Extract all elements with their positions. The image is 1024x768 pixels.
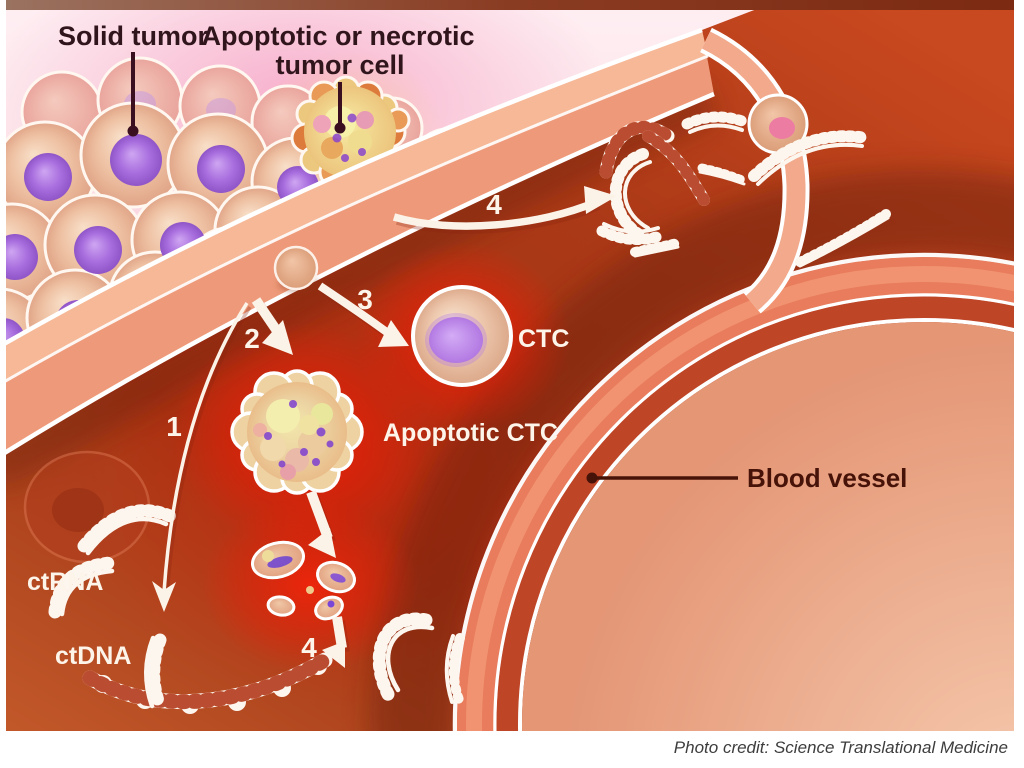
step-number-1: 1	[166, 411, 182, 442]
pointer-dot	[334, 122, 346, 134]
apoptotic-ctc-cell	[230, 369, 364, 495]
necrotic-cell-annotation: Apoptotic or necrotic tumor cell	[201, 21, 475, 134]
near-vessel-wall	[6, 27, 715, 455]
solid-tumor-annotation: Solid tumor	[58, 21, 208, 137]
pointer-dot	[127, 125, 139, 137]
lysed-cell	[23, 450, 151, 564]
endothelial-cell-nucleus	[769, 117, 795, 139]
flow-arrows	[152, 186, 617, 668]
arrow-1-head	[152, 581, 176, 612]
arrow-1-line	[162, 302, 249, 593]
vessel-cutaway	[699, 27, 810, 314]
blood-vessel-label: Blood vessel	[747, 463, 907, 493]
fragments-glow	[202, 497, 418, 673]
ctdna-helix	[82, 652, 333, 714]
far-vessel-wall	[369, 169, 1014, 731]
ctrna-label: ctRNA	[27, 568, 103, 596]
nucleic-acids	[48, 111, 891, 714]
solid-tumor-label: Solid tumor	[58, 21, 208, 51]
arrow-4-top-head	[584, 186, 617, 214]
arrow-2-line	[251, 297, 282, 334]
intravasating-cell	[273, 245, 319, 291]
wall-shadow	[6, 78, 719, 488]
arrow-4-top-line	[392, 198, 598, 230]
ctdna-label: ctDNA	[55, 642, 131, 670]
necrotic-cell-label-line1: Apoptotic or necrotic	[201, 21, 474, 51]
ctc-label: CTC	[518, 325, 569, 353]
ctc-cell	[411, 285, 513, 387]
step-number-4-bottom: 4	[301, 632, 317, 663]
apoptotic-ctc-label: Apoptotic CTC	[383, 419, 558, 447]
arrow-down-head	[308, 528, 336, 558]
step-number-3: 3	[357, 284, 373, 315]
pointer-dot	[586, 472, 598, 484]
necrotic-cell-label-line2: tumor cell	[275, 50, 404, 80]
free-dna-top	[599, 120, 710, 206]
apoptotic-fragments	[251, 540, 356, 621]
blood-vessel-annotation: Blood vessel	[586, 463, 907, 493]
arrow-down-line	[306, 490, 333, 540]
photo-credit: Photo credit: Science Translational Medi…	[674, 738, 1008, 757]
top-edge-strip	[6, 0, 1014, 10]
step-number-4-top: 4	[486, 189, 502, 220]
arrow-2-head	[262, 320, 293, 355]
step-number-2: 2	[244, 323, 260, 354]
arrow-4-bottom-head	[322, 641, 345, 668]
arrow-3-head	[378, 320, 409, 347]
